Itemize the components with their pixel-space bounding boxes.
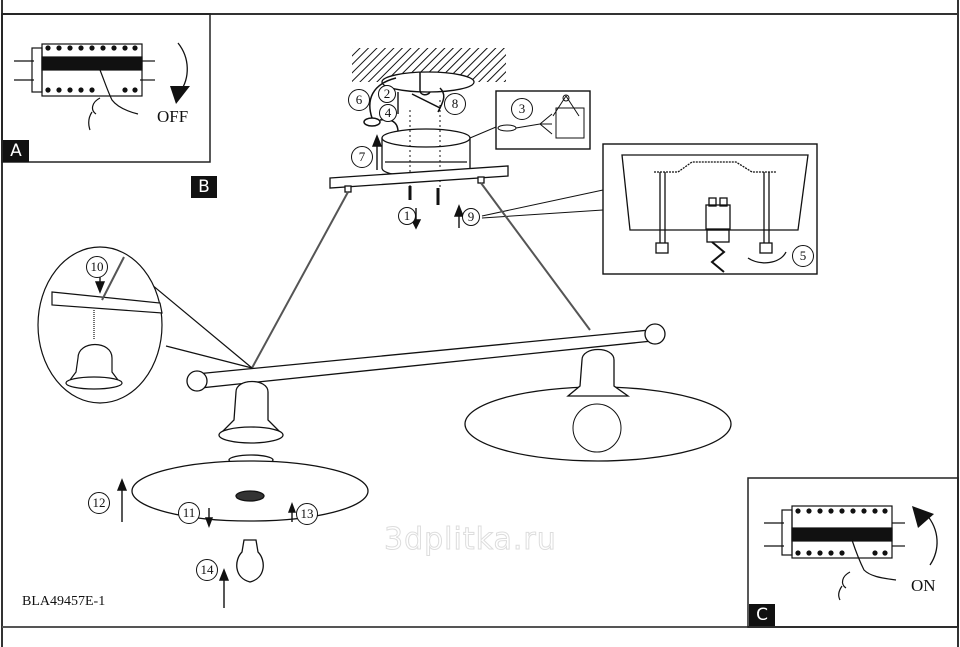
canopy-cross-section [621,154,809,273]
panel-a-badge: A [3,140,29,162]
canopy-detail-inset [602,143,818,275]
step-2: 2 [378,85,396,103]
watermark: 3dplitka.ru [384,522,557,558]
suspension-cables [251,182,591,369]
step-13: 13 [296,503,318,525]
step-5: 5 [792,245,814,267]
step-4: 4 [379,104,397,122]
step-9: 9 [462,208,480,226]
wiring-inset [495,90,591,150]
light-bar [186,323,666,392]
screws [408,186,440,205]
circuit-breaker-icon [14,43,155,131]
circuit-breaker-icon [764,505,905,601]
mounting-hook [363,72,445,133]
left-lamp [131,380,369,583]
right-lamp [464,348,732,462]
ceiling-plate [381,71,475,93]
step-11: 11 [178,502,200,524]
step-7: 7 [351,146,373,168]
step-12: 12 [88,492,110,514]
step-1: 1 [398,207,416,225]
detail-magnifier [37,246,253,404]
terminal-block-icon [497,94,585,139]
leader-lines [481,189,604,219]
panel-a-frame [1,13,211,163]
on-label: ON [911,576,936,595]
rotate-arrow-icon [912,506,938,566]
step-10: 10 [86,256,108,278]
model-code: BLA49457E-1 [22,594,106,609]
step-8: 8 [444,93,466,115]
step-6: 6 [348,89,370,111]
off-label: OFF [157,107,189,126]
panel-c-frame [747,477,959,628]
panel-b-badge: B [191,176,217,198]
panel-c-badge: C [749,604,775,626]
rotate-arrow-icon [170,42,190,104]
step-3: 3 [511,98,533,120]
step-14: 14 [196,559,218,581]
